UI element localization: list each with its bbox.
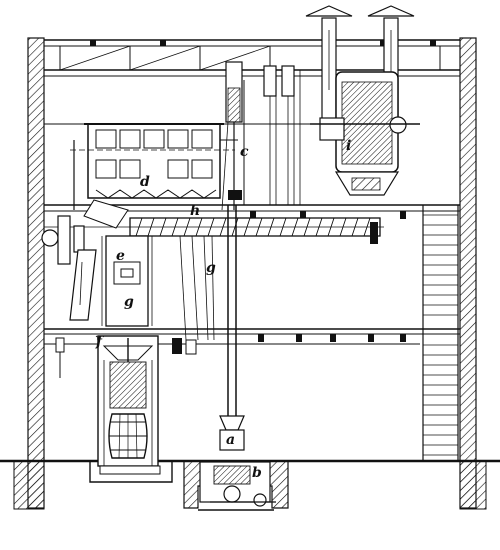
label-g-center: g [206, 260, 216, 276]
drive-belts [179, 235, 215, 341]
label-f: f [95, 334, 105, 350]
hopper-a [219, 415, 245, 451]
label-b: b [252, 465, 262, 481]
label-d: d [140, 174, 150, 190]
left-foundation [13, 460, 45, 510]
vent-pipe-left [305, 5, 353, 129]
inclined-chute [69, 199, 129, 321]
staircase [422, 205, 459, 461]
label-h: h [190, 203, 200, 219]
packer-pit [89, 461, 173, 483]
flour-barrel [108, 413, 148, 459]
gear-pit-b [183, 461, 289, 511]
label-i: i [346, 138, 351, 154]
right-wall [459, 37, 477, 509]
elevator-e [101, 235, 153, 327]
label-e: e [116, 248, 125, 264]
wall-pulleys-left [41, 215, 85, 265]
middle-floor [44, 328, 460, 342]
dryer-reel [70, 123, 238, 210]
drive-shaft-upper [221, 61, 245, 211]
left-wall [27, 37, 45, 509]
label-c: c [240, 144, 249, 160]
screw-conveyor [44, 217, 384, 244]
label-a: a [226, 432, 235, 448]
roof-truss [44, 39, 460, 77]
belt-pulleys [263, 65, 301, 205]
right-foundation [459, 460, 487, 510]
label-g-left: g [124, 294, 134, 310]
main-vertical-shaft [227, 205, 237, 420]
